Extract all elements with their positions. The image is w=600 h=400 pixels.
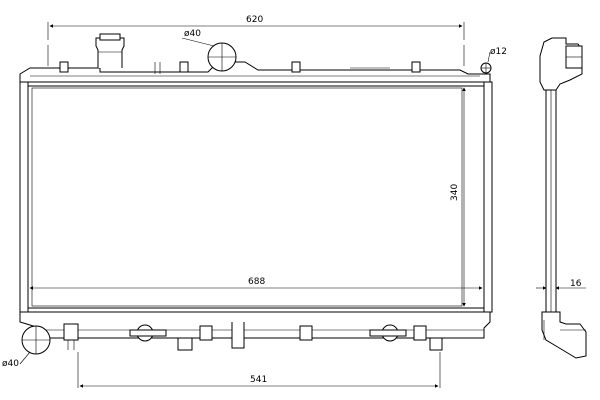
dim-label-core-width: 688 <box>248 277 265 287</box>
dimension-top-width: 620 <box>47 15 465 66</box>
dim-label-bottom-width: 541 <box>250 375 267 385</box>
radiator-core <box>27 85 485 309</box>
dim-label-cap-diameter: ø12 <box>490 47 507 57</box>
bottom-bracket <box>177 337 193 351</box>
radiator-front-view <box>19 33 493 355</box>
bottom-bracket <box>413 325 427 341</box>
filler-cap <box>99 33 121 41</box>
dim-label-side-thickness: 16 <box>570 279 582 289</box>
side-bottom-tank <box>541 311 587 359</box>
radiator-side-view <box>539 37 587 359</box>
dimension-outlet-diameter: ø40 <box>2 351 31 369</box>
top-bracket <box>411 61 421 73</box>
bottom-bracket <box>429 337 443 351</box>
dimension-core-height: 340 <box>450 87 466 307</box>
filler-neck <box>95 37 125 68</box>
dim-label-core-height: 340 <box>450 184 460 201</box>
bottom-bracket <box>63 323 79 341</box>
dimension-side-thickness: 16 <box>536 279 586 290</box>
dimension-cap-diameter: ø12 <box>487 47 507 63</box>
bottom-mount <box>231 322 245 349</box>
right-side-plate <box>483 81 493 313</box>
dimension-inlet-diameter: ø40 <box>181 29 215 47</box>
dimension-core-width: 688 <box>29 277 483 290</box>
top-bracket <box>179 61 189 73</box>
top-bracket <box>59 61 69 73</box>
dimension-bottom-width: 541 <box>77 352 441 388</box>
bottom-bracket <box>199 325 213 341</box>
dim-label-top-width: 620 <box>246 15 263 25</box>
left-side-plate <box>19 81 29 313</box>
dim-label-inlet-diameter: ø40 <box>184 29 201 39</box>
top-bracket <box>291 61 301 73</box>
bottom-bracket <box>299 325 313 341</box>
dim-label-outlet-diameter: ø40 <box>2 359 19 369</box>
